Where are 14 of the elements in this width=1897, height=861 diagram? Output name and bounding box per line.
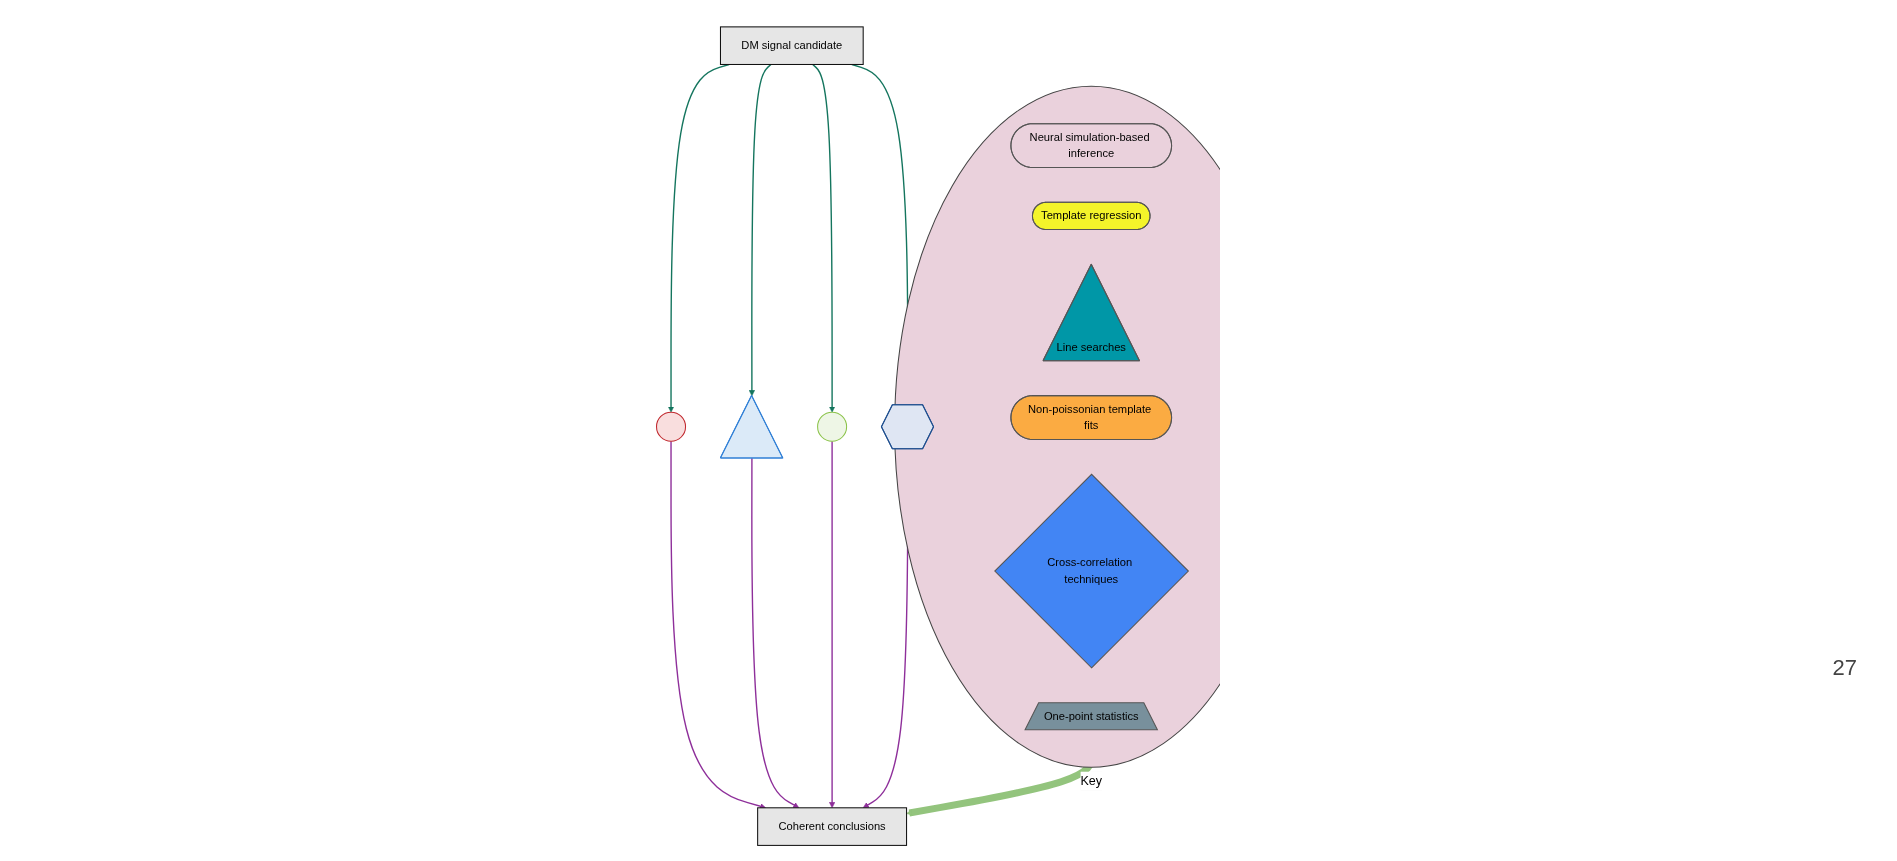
arrow xyxy=(829,440,836,808)
node-box: Coherent conclusions xyxy=(757,806,908,846)
page-number: 27 xyxy=(1832,655,1857,681)
node-diamond: Cross-correlation techniques xyxy=(994,473,1190,669)
cluster xyxy=(894,85,1220,768)
node-circle xyxy=(656,411,687,442)
arrow xyxy=(751,457,800,808)
arrow xyxy=(668,63,730,413)
arrow xyxy=(670,440,767,809)
arrow xyxy=(812,63,836,413)
arrow xyxy=(749,63,772,396)
node-box: DM signal candidate xyxy=(720,25,864,65)
node-circle xyxy=(817,411,848,442)
edge-label: Key xyxy=(1080,773,1103,788)
